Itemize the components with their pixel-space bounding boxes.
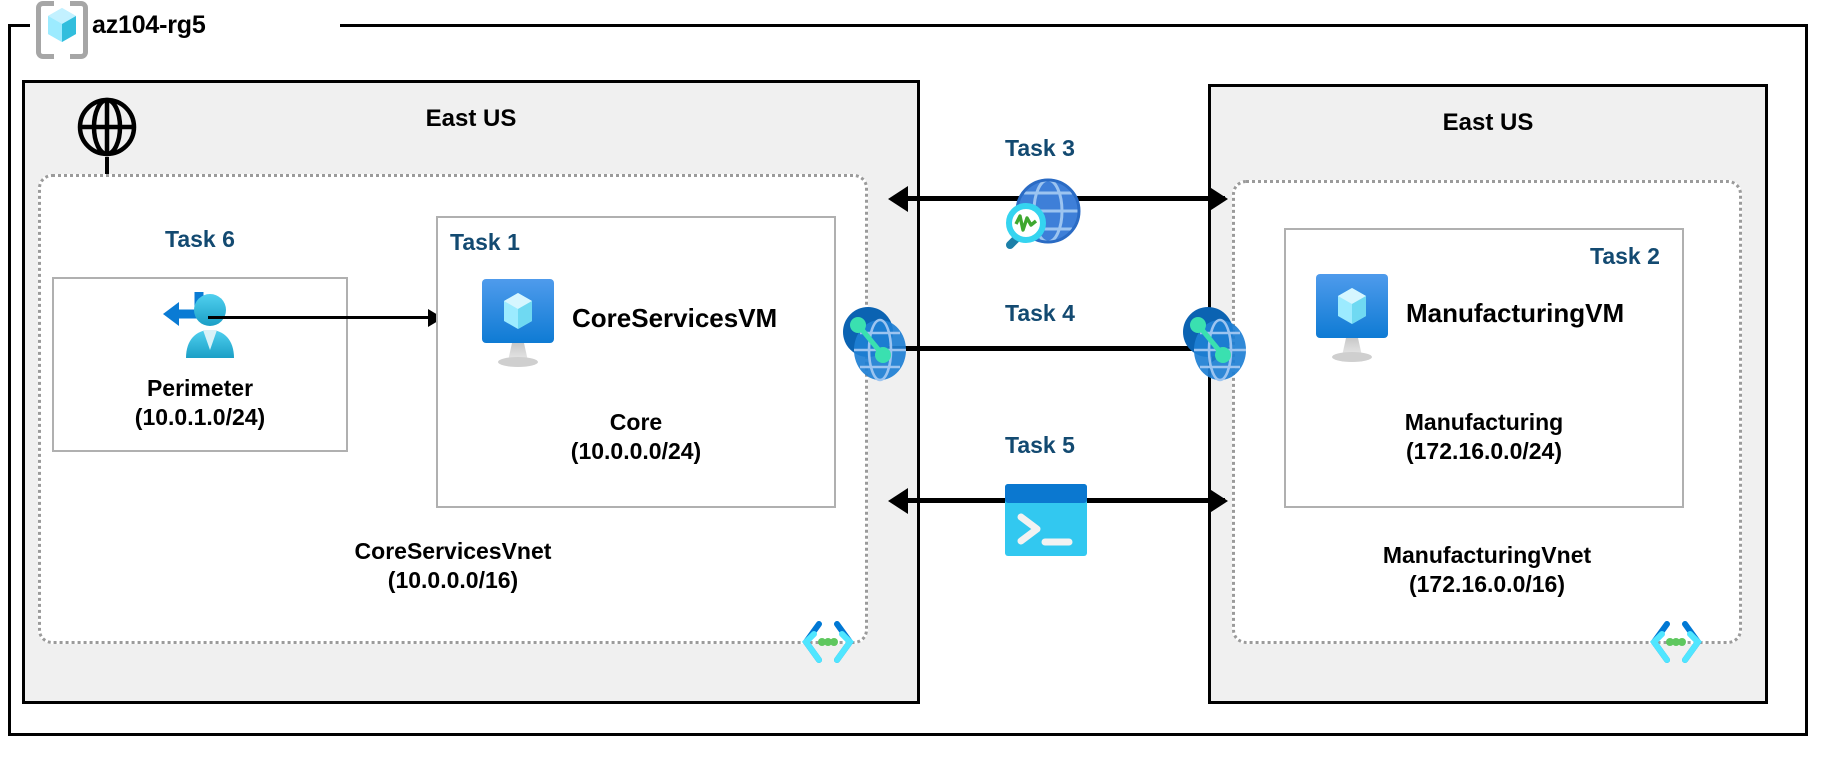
task-5-arrowhead-left (888, 488, 908, 514)
vnet-peering-icon (1178, 300, 1256, 390)
task-3-label: Task 3 (1005, 135, 1075, 161)
resource-group-header: az104-rg5 (36, 0, 206, 59)
subnet-code-icon (1648, 618, 1704, 666)
perimeter-to-core-line (208, 316, 430, 319)
core-subnet-label: Core (10.0.0.0/24) (570, 409, 702, 465)
task-3-arrowhead-right (1208, 186, 1228, 212)
globe-icon (76, 96, 138, 158)
task-1-label: Task 1 (450, 229, 520, 255)
resource-group-name: az104-rg5 (92, 10, 206, 39)
manufacturing-subnet-label: Manufacturing (172.16.0.0/24) (1404, 409, 1564, 465)
core-services-vm-name: CoreServicesVM (572, 303, 778, 333)
left-region-title: East US (425, 105, 517, 132)
manufacturing-vnet-label: ManufacturingVnet (172.16.0.0/16) (1382, 542, 1592, 598)
virtual-machine-icon (478, 277, 558, 369)
perimeter-subnet-label: Perimeter (10.0.1.0/24) (134, 375, 266, 431)
route-user-icon (155, 288, 241, 368)
right-region-title: East US (1442, 109, 1534, 136)
vnet-peering-icon (838, 300, 916, 390)
resource-group-label-mask (30, 6, 340, 44)
core-services-vnet-label: CoreServicesVnet (10.0.0.0/16) (354, 538, 552, 594)
manufacturing-subnet: Manufacturing (172.16.0.0/24) (1284, 228, 1684, 508)
subnet-code-icon (800, 618, 856, 666)
task-4-connector-line (885, 346, 1225, 351)
bracket-right (70, 1, 88, 59)
task-4-label: Task 4 (1005, 300, 1075, 326)
task-2-label: Task 2 (1590, 243, 1660, 269)
network-watcher-icon (990, 175, 1090, 263)
task-5-arrowhead-right (1208, 488, 1228, 514)
task-3-arrowhead-left (888, 186, 908, 212)
bracket-left (36, 1, 54, 59)
task-6-label: Task 6 (165, 226, 235, 252)
manufacturing-vm-name: ManufacturingVM (1406, 298, 1625, 328)
cloud-shell-icon (1005, 484, 1087, 556)
azure-resource-group-icon (36, 0, 88, 59)
virtual-machine-icon (1312, 272, 1392, 364)
task-5-label: Task 5 (1005, 432, 1075, 458)
